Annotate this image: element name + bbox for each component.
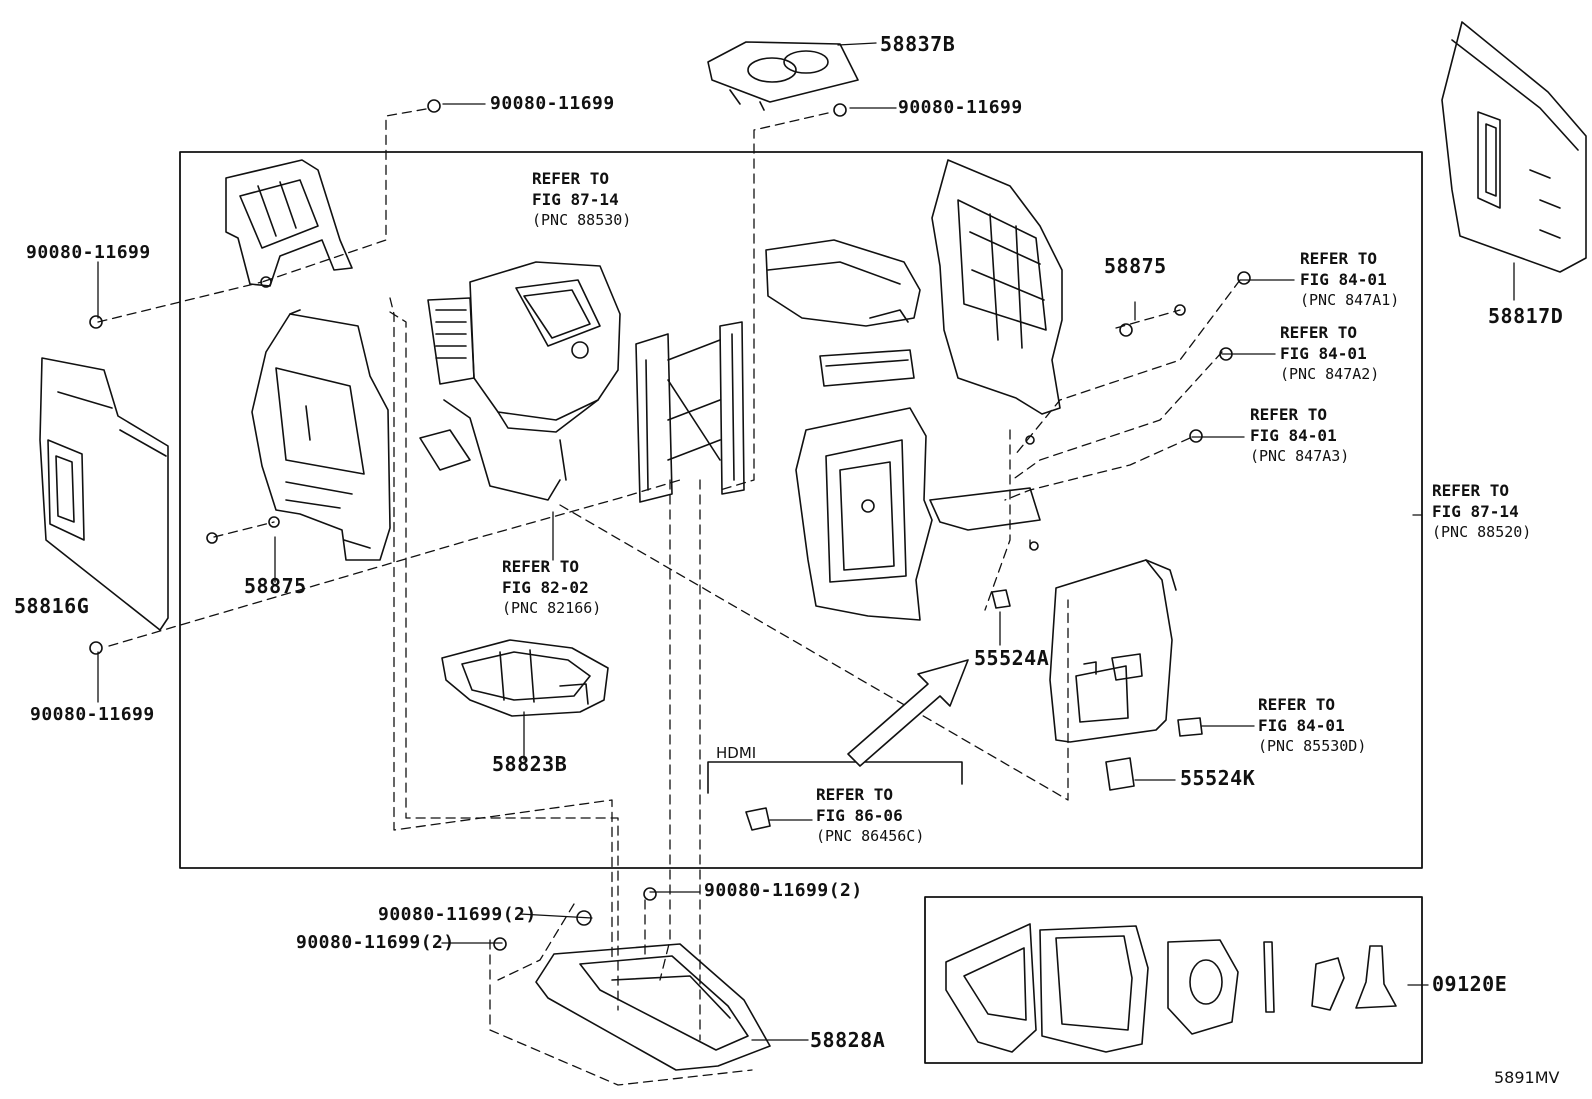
main-assembly-box [179, 151, 1423, 869]
refer-line-1: REFER TO [1280, 323, 1358, 342]
accessory-kit-box [924, 896, 1423, 1064]
hdmi-bracket [707, 761, 963, 794]
bolt-label-left-lower[interactable]: 90080-11699 [30, 704, 155, 725]
refer-line-3: (PNC 82166) [502, 599, 602, 617]
bolt-icons [89, 99, 1251, 951]
refer-fig-84-01-847A3[interactable]: REFER TO FIG 84-01 (PNC 847A3) [1250, 404, 1349, 467]
bolt-label-left-upper[interactable]: 90080-11699 [26, 242, 151, 263]
figure-code: 5891MV [1494, 1068, 1560, 1087]
bolt-label-bottom-mid[interactable]: 90080-11699(2) [378, 904, 537, 925]
refer-line-2: FIG 87-14 [1432, 502, 1519, 521]
part-09120E-drawing [945, 923, 1397, 1053]
center-rails-drawing [635, 321, 745, 503]
refer-line-1: REFER TO [1300, 249, 1378, 268]
refer-line-1: REFER TO [1250, 405, 1328, 424]
front-trim-drawing [819, 349, 915, 387]
refer-fig-82-02-82166[interactable]: REFER TO FIG 82-02 (PNC 82166) [502, 556, 601, 619]
hdmi-label: HDMI [716, 744, 757, 762]
left-plate-drawing [251, 309, 391, 561]
refer-line-2: FIG 84-01 [1250, 426, 1337, 445]
assembly-arrow [847, 659, 969, 767]
refer-line-3: (PNC 88530) [532, 211, 632, 229]
refer-line-3: (PNC 847A1) [1300, 291, 1400, 309]
refer-line-1: REFER TO [816, 785, 894, 804]
bolt-label-top-right[interactable]: 90080-11699 [898, 97, 1023, 118]
armrest-lid-drawing [765, 239, 921, 327]
refer-line-2: FIG 84-01 [1300, 270, 1387, 289]
bolt-label-bottom-left[interactable]: 90080-11699(2) [296, 932, 455, 953]
part-number-58837B[interactable]: 58837B [880, 32, 956, 56]
part-58823B-drawing [441, 639, 609, 717]
refer-line-3: (PNC 847A3) [1250, 447, 1350, 465]
console-frame-drawing [795, 407, 1041, 621]
part-number-58875-left[interactable]: 58875 [244, 574, 307, 598]
right-bracket-drawing [931, 159, 1063, 415]
part-number-58875-right[interactable]: 58875 [1104, 254, 1167, 278]
refer-fig-87-14-88530[interactable]: REFER TO FIG 87-14 (PNC 88530) [532, 168, 631, 231]
refer-line-1: REFER TO [502, 557, 580, 576]
part-number-58816G[interactable]: 58816G [14, 594, 90, 618]
refer-line-1: REFER TO [1258, 695, 1336, 714]
part-number-55524K[interactable]: 55524K [1180, 766, 1256, 790]
refer-line-3: (PNC 847A2) [1280, 365, 1380, 383]
refer-line-1: REFER TO [532, 169, 610, 188]
part-55524A-drawing [991, 589, 1011, 609]
refer-line-2: FIG 84-01 [1280, 344, 1367, 363]
part-58828A-drawing [535, 943, 771, 1071]
refer-fig-84-01-847A1[interactable]: REFER TO FIG 84-01 (PNC 847A1) [1300, 248, 1399, 311]
refer-fig-84-01-847A2[interactable]: REFER TO FIG 84-01 (PNC 847A2) [1280, 322, 1379, 385]
part-number-55524A[interactable]: 55524A [974, 646, 1050, 670]
rear-panel-drawing [1049, 559, 1177, 743]
refer-line-1: REFER TO [1432, 481, 1510, 500]
part-number-58817D[interactable]: 58817D [1488, 304, 1564, 328]
switch-85530D-drawing [1177, 717, 1203, 737]
refer-line-2: FIG 84-01 [1258, 716, 1345, 735]
refer-line-2: FIG 86-06 [816, 806, 903, 825]
refer-fig-87-14-88520[interactable]: REFER TO FIG 87-14 (PNC 88520) [1432, 480, 1531, 543]
refer-line-2: FIG 82-02 [502, 578, 589, 597]
part-number-58828A[interactable]: 58828A [810, 1028, 886, 1052]
refer-line-2: FIG 87-14 [532, 190, 619, 209]
bolt-label-bottom-right[interactable]: 90080-11699(2) [704, 880, 863, 901]
part-number-58823B[interactable]: 58823B [492, 752, 568, 776]
refer-line-3: (PNC 86456C) [816, 827, 925, 845]
refer-fig-86-06-86456C[interactable]: REFER TO FIG 86-06 (PNC 86456C) [816, 784, 924, 847]
refer-line-3: (PNC 85530D) [1258, 737, 1367, 755]
part-55524K-drawing [1105, 757, 1135, 791]
refer-line-3: (PNC 88520) [1432, 523, 1532, 541]
hdmi-port-drawing [745, 807, 771, 831]
bolt-label-top-left[interactable]: 90080-11699 [490, 93, 615, 114]
part-number-09120E[interactable]: 09120E [1432, 972, 1508, 996]
upper-left-bracket-drawing [225, 159, 353, 288]
part-58816G-drawing [39, 357, 169, 631]
refer-fig-84-01-85530D[interactable]: REFER TO FIG 84-01 (PNC 85530D) [1258, 694, 1366, 757]
console-box-drawing [419, 261, 621, 501]
part-58817D-drawing [1441, 21, 1587, 273]
part-58837B-drawing [707, 41, 859, 111]
